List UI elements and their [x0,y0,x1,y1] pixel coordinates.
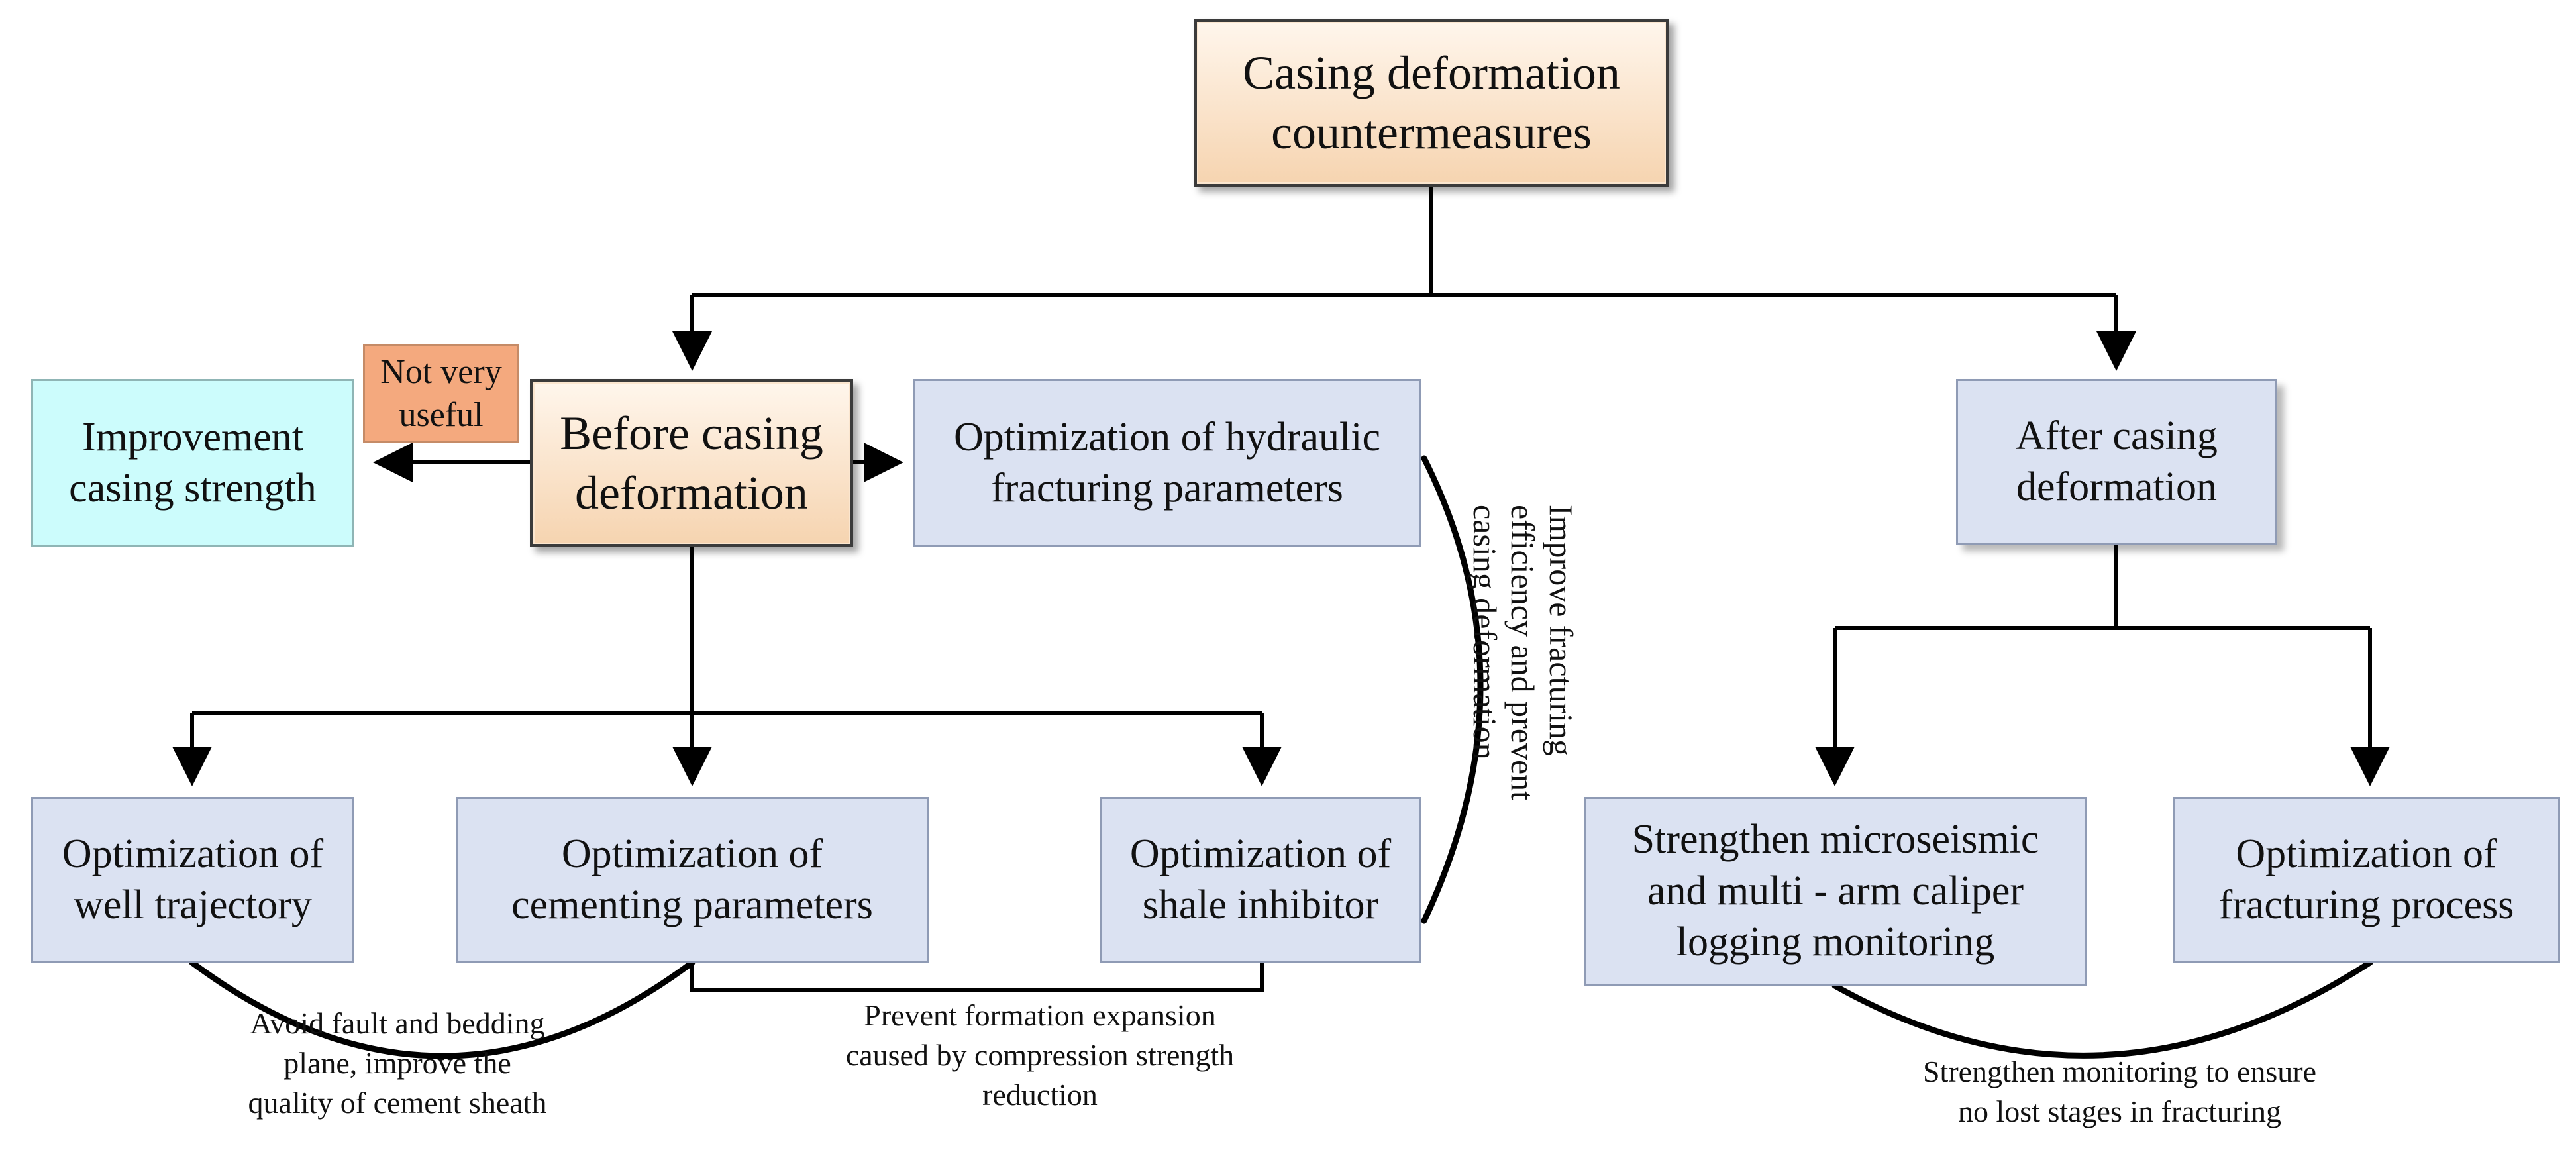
curve-hydraulic-shale [1421,455,1484,924]
annotation-strengthen-monitoring: Strengthen monitoring to ensure no lost … [1922,1055,2317,1128]
cementing-node: Optimization of cementing parameters [456,797,929,963]
after-node: After casing deformation [1956,379,2277,545]
well-trajectory-label: Optimization of well trajectory [62,831,324,928]
bracket-cementing-shale [690,963,1264,992]
before-node-label: Before casing deformation [560,407,823,519]
hydraulic-label: Optimization of hydraulic fracturing par… [954,414,1380,511]
root-node-label: Casing deformation countermeasures [1243,46,1620,159]
fracturing-process-node: Optimization of fracturing process [2173,797,2560,963]
before-node: Before casing deformation [530,379,853,547]
shale-inhibitor-label: Optimization of shale inhibitor [1129,831,1392,928]
not-useful-badge: Not very useful [363,344,519,443]
annotation-improve-fracturing: Improve fracturing efficiency and preven… [1467,505,1580,801]
annotation-avoid-fault: Avoid fault and bedding plane, improve t… [248,1006,547,1120]
casing-strength-node: Improvement casing strength [31,379,354,547]
not-useful-label: Not very useful [380,353,502,434]
root-node: Casing deformation countermeasures [1194,19,1669,187]
hydraulic-node: Optimization of hydraulic fracturing par… [913,379,1421,547]
casing-strength-label: Improvement casing strength [69,414,317,511]
well-trajectory-node: Optimization of well trajectory [31,797,354,963]
microseismic-node: Strengthen microseismic and multi - arm … [1584,797,2087,986]
microseismic-label: Strengthen microseismic and multi - arm … [1631,817,2039,965]
curve-microseismic-process [1831,959,2373,1059]
after-node-label: After casing deformation [2016,413,2218,510]
curve-well-cementing [189,959,696,1059]
shale-inhibitor-node: Optimization of shale inhibitor [1100,797,1421,963]
fracturing-process-label: Optimization of fracturing process [2218,831,2514,928]
cementing-label: Optimization of cementing parameters [511,831,873,928]
annotation-prevent-expansion: Prevent formation expansion caused by co… [845,998,1235,1112]
